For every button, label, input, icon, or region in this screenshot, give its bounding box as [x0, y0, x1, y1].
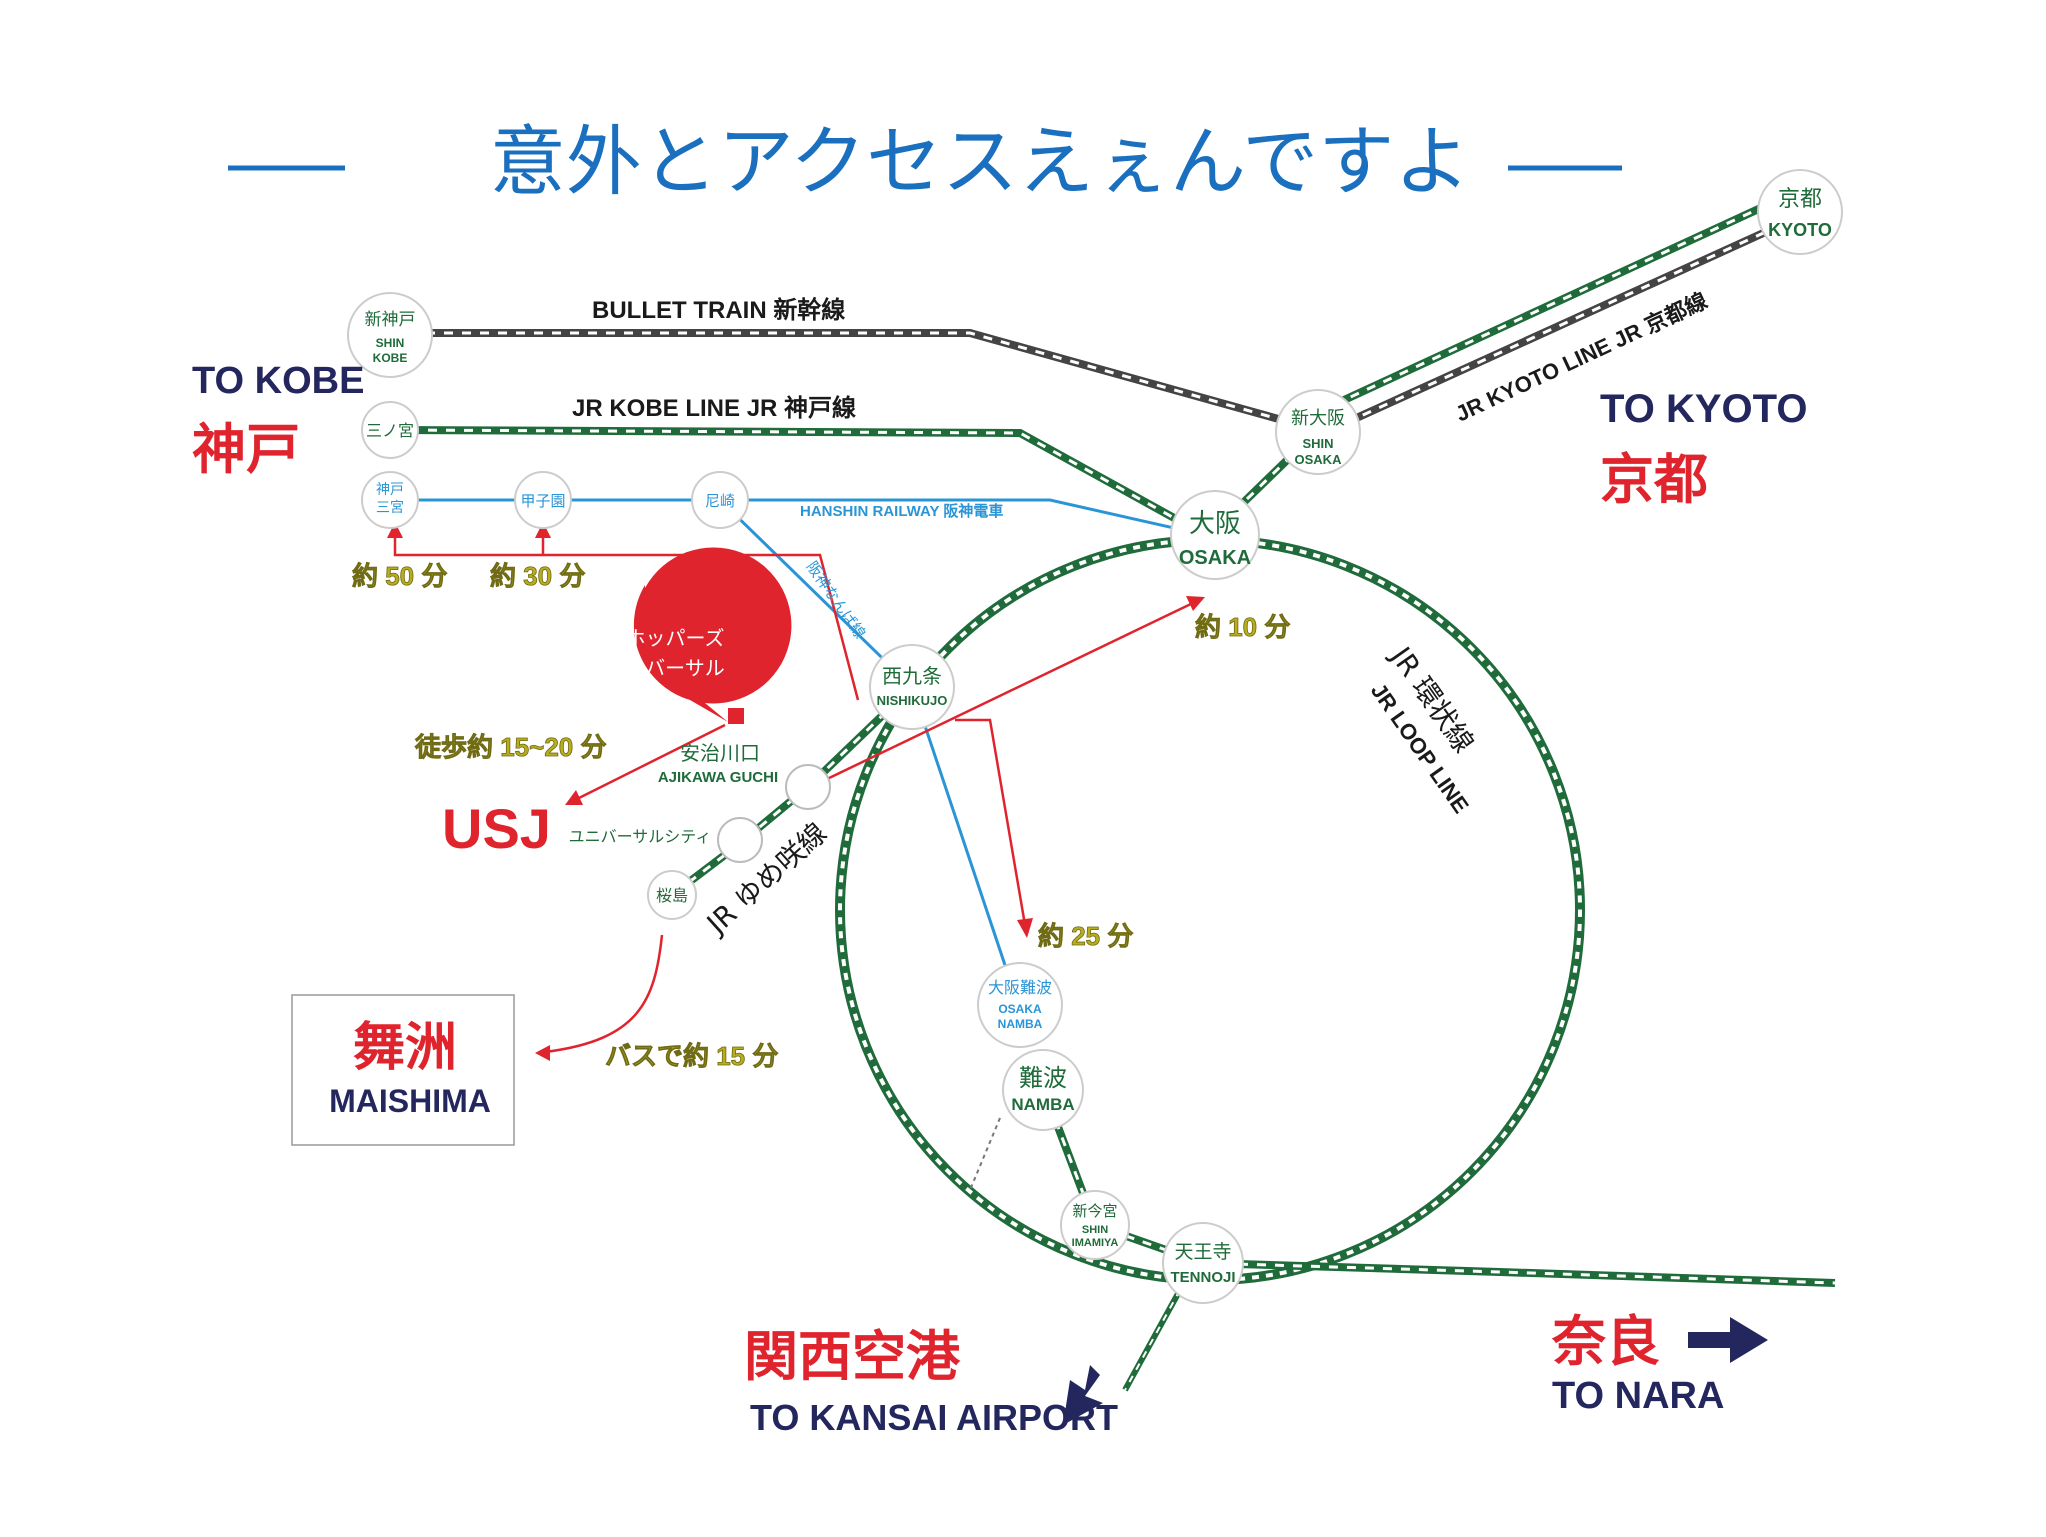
maishima-jp: 舞洲	[353, 1019, 457, 1077]
svg-text:ユニバーサルシティ: ユニバーサルシティ	[569, 827, 712, 846]
station-namba[interactable]: 難波 NAMBA	[1002, 1049, 1084, 1131]
station-kobe-sannomiya[interactable]: 神戸 三宮	[361, 471, 419, 529]
to-kyoto-jp: 京都	[1600, 450, 1708, 510]
route-bus-maishima	[544, 934, 664, 1054]
svg-text:大阪難波: 大阪難波	[988, 978, 1052, 997]
direction-labels: TO KOBE 神戸 TO KYOTO 京都 関西空港 TO KANSAI AI…	[192, 360, 1807, 1438]
station-osaka[interactable]: 大阪 OSAKA	[1170, 490, 1260, 580]
time-walk: 徒歩約 15~20 分	[414, 732, 606, 762]
label-jr-kobe-line: JR KOBE LINE JR 神戸線	[572, 394, 856, 422]
nara-line	[1202, 1259, 1836, 1287]
hotel-name-line1: ジェイホッパーズ	[566, 626, 725, 650]
access-routes	[387, 522, 1205, 1061]
svg-text:難波: 難波	[1019, 1064, 1067, 1092]
time-kobe: 約 50 分	[352, 561, 447, 591]
svg-text:SHIN: SHIN	[376, 336, 405, 350]
svg-text:IMAMIYA: IMAMIYA	[1072, 1237, 1119, 1249]
svg-text:新大阪: 新大阪	[1291, 408, 1345, 429]
station-osaka-namba[interactable]: 大阪難波 OSAKA NAMBA	[977, 962, 1063, 1048]
rail-lines	[390, 196, 1836, 1392]
svg-text:安治川口: 安治川口	[680, 741, 760, 765]
jr-kobe-line	[391, 426, 1207, 539]
station-sannomiya[interactable]: 三ノ宮	[361, 401, 419, 459]
svg-text:AJIKAWA GUCHI: AJIKAWA GUCHI	[658, 769, 778, 786]
hotel-location-square	[728, 708, 744, 724]
route-walk-usj	[574, 723, 726, 802]
svg-text:NISHIKUJO: NISHIKUJO	[877, 693, 948, 708]
route-to-kobe	[393, 530, 860, 701]
route-to-osaka	[824, 600, 1196, 782]
svg-text:神戸: 神戸	[376, 482, 404, 498]
station-nishikujo[interactable]: 西九条 NISHIKUJO	[869, 644, 955, 730]
station-amagasaki[interactable]: 尼崎	[691, 471, 749, 529]
label-hanshin-railway: HANSHIN RAILWAY 阪神電車	[800, 502, 1003, 520]
station-shin-imamiya[interactable]: 新今宮 SHIN IMAMIYA	[1060, 1190, 1130, 1260]
svg-text:西九条: 西九条	[882, 664, 942, 688]
station-tennoji[interactable]: 天王寺 TENNOJI	[1162, 1222, 1244, 1304]
svg-text:大阪: 大阪	[1189, 509, 1241, 539]
svg-text:NAMBA: NAMBA	[998, 1017, 1043, 1031]
kansai-airport-line	[1122, 1288, 1183, 1392]
station-ajikawaguchi[interactable]: 安治川口 AJIKAWA GUCHI	[658, 741, 831, 810]
nara-en: TO NARA	[1552, 1375, 1724, 1417]
page-title: 意外とアクセスえぇんですよ	[490, 117, 1470, 206]
svg-text:SHIN: SHIN	[1302, 436, 1333, 451]
to-kyoto-en: TO KYOTO	[1600, 387, 1807, 431]
maishima-en: MAISHIMA	[329, 1083, 491, 1119]
hotel-marker[interactable]: ジェイホッパーズ 大阪ユニバーサル	[565, 547, 792, 724]
station-kyoto[interactable]: 京都 KYOTO	[1757, 169, 1843, 255]
arrow-kansai-icon	[1063, 1365, 1103, 1425]
svg-text:KYOTO: KYOTO	[1768, 220, 1832, 240]
svg-text:天王寺: 天王寺	[1174, 1241, 1231, 1263]
svg-text:新今宮: 新今宮	[1072, 1202, 1117, 1220]
title-group: 意外とアクセスえぇんですよ	[228, 117, 1622, 206]
usj-label[interactable]: USJ	[442, 797, 551, 860]
svg-text:TENNOJI: TENNOJI	[1170, 1269, 1235, 1286]
svg-text:京都: 京都	[1778, 187, 1822, 212]
kansai-airport-jp: 関西空港	[744, 1327, 961, 1387]
station-shin-kobe[interactable]: 新神戸 SHIN KOBE	[347, 292, 433, 378]
jr-yumesaki-line	[669, 684, 915, 899]
hotel-name-line2: 大阪ユニバーサル	[565, 656, 725, 680]
station-shin-osaka[interactable]: 新大阪 SHIN OSAKA	[1275, 389, 1361, 475]
label-hanshin-namba-line: 阪神なんば線	[803, 558, 869, 642]
maishima-box[interactable]: 舞洲 MAISHIMA	[291, 994, 515, 1146]
svg-text:OSAKA: OSAKA	[998, 1002, 1042, 1016]
time-koshien: 約 30 分	[490, 561, 585, 591]
time-namba: 約 25 分	[1038, 921, 1133, 951]
svg-text:桜島: 桜島	[656, 886, 688, 905]
svg-text:新神戸: 新神戸	[365, 310, 416, 330]
svg-text:NAMBA: NAMBA	[1011, 1095, 1074, 1114]
label-bullet-train: BULLET TRAIN 新幹線	[592, 296, 845, 324]
svg-text:尼崎: 尼崎	[705, 492, 735, 510]
time-bus: バスで約 15 分	[605, 1041, 778, 1071]
svg-text:SHIN: SHIN	[1082, 1224, 1108, 1236]
travel-times: 約 50 分 約 30 分 徒歩約 15~20 分 約 10 分 約 25 分 …	[352, 561, 1291, 1072]
svg-text:OSAKA: OSAKA	[1295, 452, 1343, 467]
time-osaka: 約 10 分	[1195, 612, 1290, 642]
svg-text:KOBE: KOBE	[373, 351, 408, 365]
route-to-namba	[955, 718, 1027, 926]
svg-text:三ノ宮: 三ノ宮	[366, 421, 414, 440]
hotel-bubble	[633, 547, 792, 722]
to-kobe-jp: 神戸	[192, 420, 300, 480]
to-kobe-en: TO KOBE	[192, 360, 364, 402]
jr-loop-line	[835, 535, 1585, 1285]
station-universal-city[interactable]: ユニバーサルシティ	[569, 817, 763, 863]
arrow-nara-icon	[1688, 1317, 1768, 1363]
kansai-airport-en: TO KANSAI AIRPORT	[750, 1397, 1118, 1438]
nara-jp: 奈良	[1551, 1312, 1660, 1372]
svg-text:三宮: 三宮	[376, 500, 404, 516]
station-koshien[interactable]: 甲子園	[514, 471, 572, 529]
stations: 新神戸 SHIN KOBE 三ノ宮 神戸 三宮 甲子園 尼崎 新大阪 S	[347, 169, 1843, 1304]
station-sakurajima[interactable]: 桜島	[647, 870, 697, 920]
jr-kyoto-line	[1316, 196, 1794, 434]
svg-text:甲子園: 甲子園	[520, 492, 565, 510]
svg-text:OSAKA: OSAKA	[1179, 547, 1251, 569]
bullet-train-line	[390, 329, 1320, 434]
